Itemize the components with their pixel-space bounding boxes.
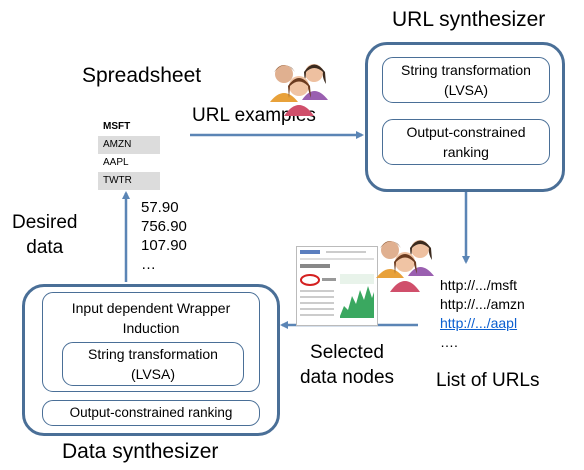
wrapper-induction-label: Input dependent Wrapper Induction	[42, 298, 260, 338]
data-synthesizer-box	[22, 284, 280, 436]
wrapper-line1: Input dependent Wrapper	[71, 300, 231, 316]
data-string-transformation-line2: (LVSA)	[130, 366, 176, 382]
value-item: 756.90	[141, 218, 187, 235]
value-item: 57.90	[141, 199, 179, 216]
list-of-urls-label: List of URLs	[436, 370, 540, 391]
spreadsheet-table: MSFT AMZN AAPL TWTR	[98, 118, 160, 190]
url-synthesizer-box	[365, 42, 565, 192]
url-item-amzn: http://.../amzn	[440, 296, 525, 312]
selected-line2: data nodes	[300, 367, 395, 388]
url-ranking-box: Output-constrained ranking	[382, 119, 550, 165]
spreadsheet-cell: MSFT	[103, 121, 131, 132]
url-item-ellipsis: ….	[440, 334, 458, 350]
data-ranking-label: Output-constrained ranking	[69, 405, 233, 420]
url-string-transformation-box: String transformation (LVSA)	[382, 57, 550, 103]
data-string-transformation-line1: String transformation	[88, 346, 218, 362]
webpage-screenshot-icon	[296, 246, 378, 326]
users-icon	[376, 240, 434, 292]
selected-line1: Selected	[310, 342, 384, 363]
selected-data-nodes-label: Selected data nodes	[300, 340, 394, 390]
users-icon	[270, 64, 328, 116]
desired-data-line2: data	[26, 237, 64, 258]
url-synthesizer-title: URL synthesizer	[392, 8, 546, 31]
desired-data-line1: Desired	[12, 212, 78, 233]
spreadsheet-cell: TWTR	[98, 172, 160, 190]
url-item-aapl-link[interactable]: http://.../aapl	[440, 315, 518, 331]
spreadsheet-cell: AMZN	[98, 136, 160, 154]
url-ranking-line1: Output-constrained	[406, 124, 526, 140]
url-string-transformation-line2: (LVSA)	[443, 82, 489, 98]
url-string-transformation-line1: String transformation	[401, 62, 531, 78]
values-list: 57.90 756.90 107.90 …	[141, 198, 187, 274]
url-list: http://.../msft http://.../amzn http://.…	[440, 276, 525, 352]
wrapper-line2: Induction	[122, 320, 180, 336]
data-string-transformation-box: String transformation (LVSA)	[62, 342, 244, 386]
spreadsheet-cell: AAPL	[103, 157, 129, 168]
value-item: …	[141, 256, 156, 273]
url-examples-label: URL examples	[192, 105, 316, 126]
wrapper-induction-box	[42, 292, 260, 392]
data-synthesizer-title: Data synthesizer	[62, 440, 219, 463]
data-ranking-box: Output-constrained ranking	[42, 400, 260, 426]
url-item-msft: http://.../msft	[440, 277, 518, 293]
desired-data-label: Desired data	[12, 210, 77, 260]
url-ranking-line2: ranking	[443, 144, 489, 160]
value-item: 107.90	[141, 237, 187, 254]
spreadsheet-title: Spreadsheet	[82, 64, 202, 87]
